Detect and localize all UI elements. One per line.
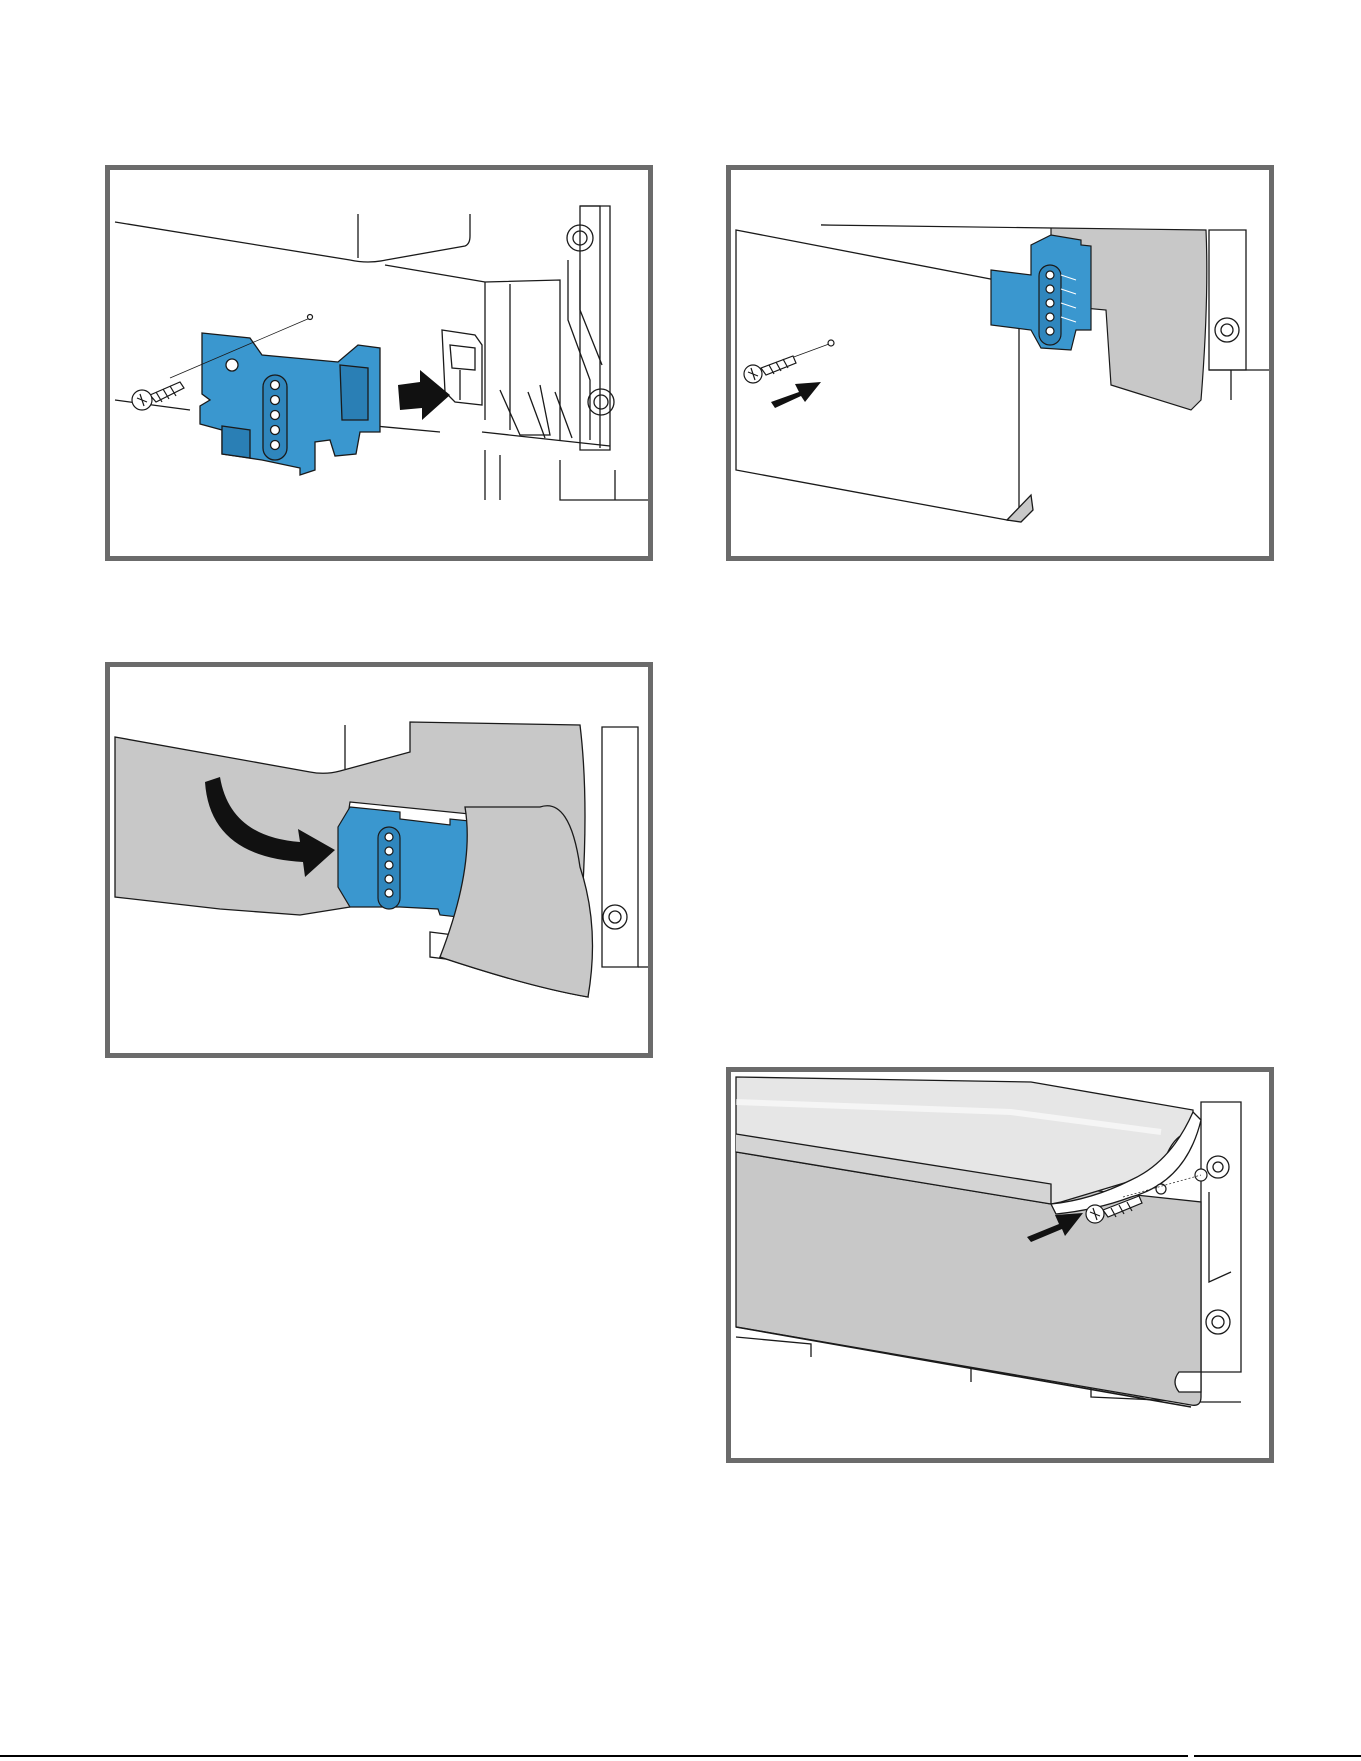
appliance-housing [115,206,648,500]
figure-cover-panel-fold [105,662,653,1058]
front-panel [736,230,1033,522]
mounting-bracket [338,807,470,917]
illustration-cover-panel-fold [110,667,648,1053]
figure-bracket-install [105,165,653,561]
page-bottom-rule-gap [1188,1755,1194,1757]
appliance-housing [1209,230,1269,400]
push-arrow [398,370,450,420]
figure-toe-kick-screw [726,1067,1274,1463]
page-bottom-rule [0,1755,1361,1757]
illustration-toe-kick-screw [731,1072,1269,1458]
illustration-front-panel-attach [731,170,1269,556]
figure-front-panel-attach [726,165,1274,561]
mounting-bracket [200,333,380,475]
illustration-bracket-install [110,170,648,556]
